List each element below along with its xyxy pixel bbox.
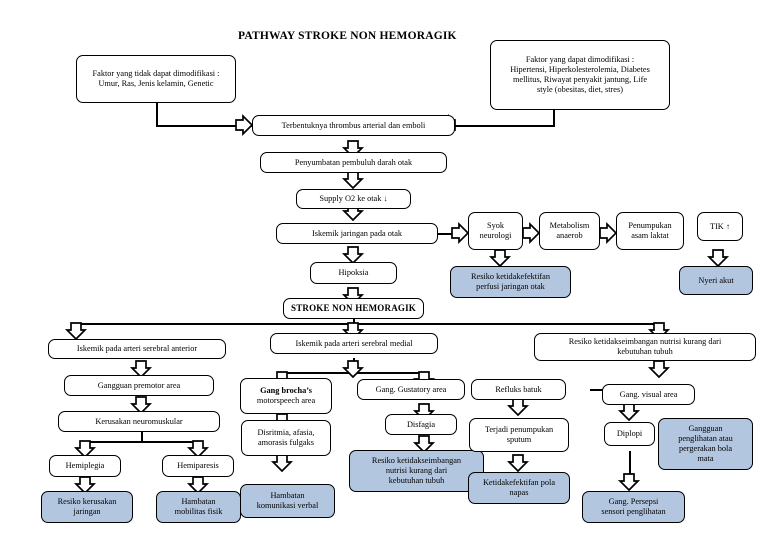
node-hipoksia[interactable]: Hipoksia bbox=[310, 262, 397, 284]
connector-line bbox=[156, 103, 158, 127]
node-penyumbatan[interactable]: Penyumbatan pembuluh darah otak bbox=[260, 152, 447, 173]
node-tik[interactable]: TIK ↑ bbox=[697, 212, 743, 241]
node-resiko-kerusakan-jaringan[interactable]: Resiko kerusakan jaringan bbox=[41, 491, 133, 523]
node-risk-modifiable[interactable]: Faktor yang dapat dimodifikasi : Hiperte… bbox=[490, 40, 670, 110]
node-gang-brocha[interactable]: Gang brocha’s motorspeech area bbox=[240, 378, 332, 414]
node-thrombus[interactable]: Terbentuknya thrombus arterial dan embol… bbox=[252, 115, 455, 136]
node-hambatan-mobilitas[interactable]: Hambatan mobilitas fisik bbox=[156, 491, 241, 523]
connector-line bbox=[455, 125, 555, 127]
connector-line bbox=[659, 323, 661, 331]
connector-line bbox=[76, 323, 660, 325]
node-syok-neurologi[interactable]: Syok neurologi bbox=[468, 212, 523, 250]
node-gang-gustatory[interactable]: Gang. Gustatory area bbox=[357, 379, 465, 400]
node-terjadi-penumpukan-sputum[interactable]: Terjadi penumpukan sputum bbox=[469, 418, 569, 452]
gang-brocha-title: Gang brocha’s bbox=[260, 386, 312, 396]
connector-line bbox=[553, 110, 555, 127]
node-gangguan-premotor[interactable]: Gangguan premotor area bbox=[64, 375, 214, 396]
connector-line bbox=[156, 125, 252, 127]
node-hambatan-komunikasi[interactable]: Hambatan komunikasi verbal bbox=[240, 484, 335, 518]
node-supply-o2[interactable]: Supply O2 ke otak ↓ bbox=[296, 189, 411, 209]
connector-line bbox=[141, 427, 143, 443]
page-title: PATHWAY STROKE NON HEMORAGIK bbox=[238, 30, 457, 42]
node-gang-visual[interactable]: Gang. visual area bbox=[602, 384, 695, 405]
node-refluks-batuk[interactable]: Refluks batuk bbox=[471, 379, 566, 400]
node-resiko-nutrisi-top[interactable]: Resiko ketidakseimbangan nutrisi kurang … bbox=[534, 333, 756, 361]
gang-brocha-subtitle: motorspeech area bbox=[256, 396, 316, 405]
node-penumpukan-asam-laktat[interactable]: Penumpukan asam laktat bbox=[616, 212, 684, 250]
node-iskemik-medial[interactable]: Iskemik pada arteri serebral medial bbox=[270, 333, 438, 354]
node-diplopi[interactable]: Diplopi bbox=[604, 422, 655, 446]
node-resiko-nutrisi-mid[interactable]: Resiko ketidakseimbangan nutrisi kurang … bbox=[349, 450, 484, 492]
node-nyeri-akut[interactable]: Nyeri akut bbox=[679, 266, 753, 295]
connector-line bbox=[282, 372, 424, 374]
node-gangguan-penglihatan[interactable]: Gangguan penglihatan atau pergerakan bol… bbox=[658, 418, 753, 470]
connector-line bbox=[438, 233, 454, 235]
node-gang-persepsi[interactable]: Gang. Persepsi sensori penglihatan bbox=[582, 491, 685, 523]
node-stroke-non-hemoragik[interactable]: STROKE NON HEMORAGIK bbox=[283, 298, 424, 319]
connector-line bbox=[590, 389, 604, 391]
node-disfagia[interactable]: Disfagia bbox=[385, 414, 457, 435]
connector-line bbox=[85, 441, 198, 443]
node-resiko-perfusi[interactable]: Resiko ketidakefektifan perfusi jaringan… bbox=[450, 266, 571, 298]
node-disritmia[interactable]: Disritmia, afasia, amorasis fulgaks bbox=[241, 420, 331, 456]
connector-line bbox=[76, 323, 78, 331]
node-ketidakefektifan-pola-napas[interactable]: Ketidakefektifan pola napas bbox=[468, 472, 570, 504]
node-hemiplegia[interactable]: Hemiplegia bbox=[49, 455, 121, 477]
node-iskemik-anterior[interactable]: Iskemik pada arteri serebral anterior bbox=[48, 339, 226, 359]
node-risk-unmodifiable[interactable]: Faktor yang tidak dapat dimodifikasi : U… bbox=[76, 55, 236, 103]
node-kerusakan-neuromuskular[interactable]: Kerusakan neuromuskular bbox=[58, 411, 220, 432]
node-hemiparesis[interactable]: Hemiparesis bbox=[162, 455, 234, 477]
node-iskemik-jaringan[interactable]: Iskemik jaringan pada otak bbox=[276, 223, 438, 244]
node-metabolism-anaerob[interactable]: Metabolism anaerob bbox=[539, 212, 600, 250]
connector-line bbox=[629, 451, 631, 487]
